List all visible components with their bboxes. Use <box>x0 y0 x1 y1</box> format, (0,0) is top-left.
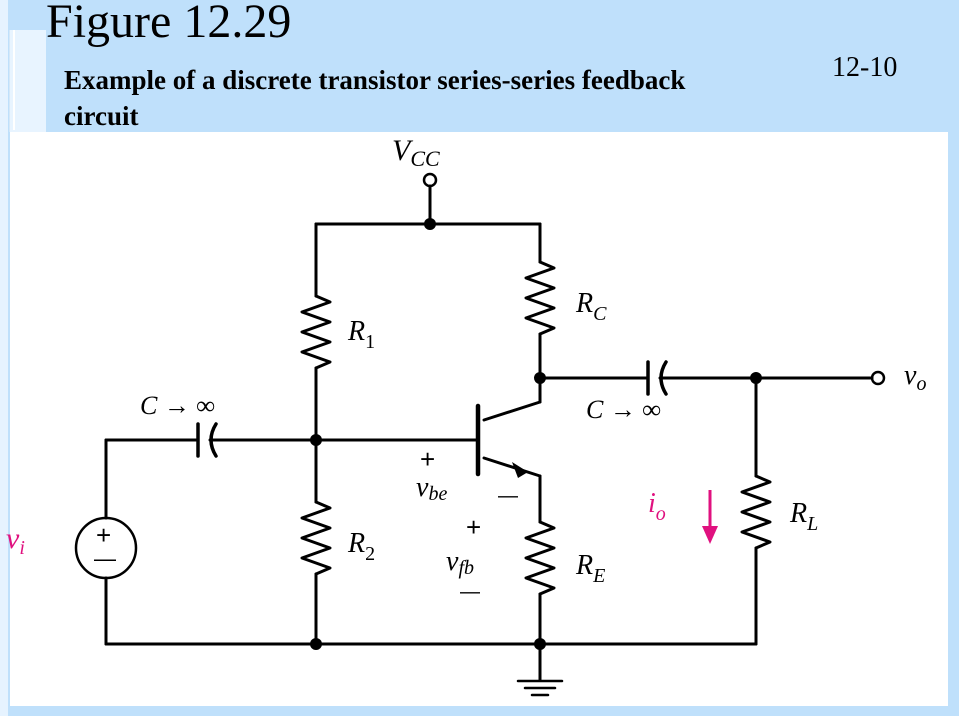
junction-output <box>750 372 762 384</box>
vbe-plus: + <box>420 444 435 474</box>
rc-resistor <box>524 260 556 336</box>
vcc-terminal <box>422 172 438 188</box>
junction-base <box>310 434 322 446</box>
vbe-label: vbe <box>416 472 447 505</box>
left-decor-band <box>0 0 8 716</box>
vcc-label: VCC <box>392 134 440 171</box>
junction-vcc <box>424 218 436 230</box>
figure-subtitle: Example of a discrete transistor series-… <box>64 65 686 131</box>
re-resistor <box>524 520 556 596</box>
rc-label: RC <box>575 288 607 325</box>
vo-terminal <box>870 370 886 386</box>
r1-resistor <box>300 294 332 370</box>
vi-label: vi <box>6 522 25 559</box>
collector-diag <box>482 400 542 422</box>
junction-bottom-left <box>310 638 322 650</box>
source-plus: + <box>96 520 111 550</box>
re-label: RE <box>575 550 605 587</box>
junction-bottom-mid <box>534 638 546 650</box>
vfb-label: vfb <box>446 546 474 579</box>
junction-collector <box>534 372 546 384</box>
title-decor-line <box>13 30 15 130</box>
vbe-minus: — <box>498 485 518 507</box>
io-arrow-head <box>702 526 718 544</box>
vfb-minus: — <box>460 581 480 603</box>
rl-resistor <box>740 474 772 550</box>
emitter-arrow <box>512 462 528 478</box>
r2-resistor <box>300 500 332 576</box>
source-minus: — <box>94 546 116 571</box>
r1-label: R1 <box>347 316 375 353</box>
slide-number: 12-10 <box>832 52 898 83</box>
io-label: io <box>648 488 666 525</box>
cout-label: C → ∞ <box>586 395 661 424</box>
vo-label: vo <box>904 360 926 395</box>
rl-label: RL <box>789 498 818 535</box>
vfb-plus: + <box>466 512 481 542</box>
emitter-diag <box>482 456 542 478</box>
title-decor-box <box>9 30 46 132</box>
cin-label: C → ∞ <box>140 391 215 420</box>
r2-label: R2 <box>347 528 375 565</box>
figure-title: Figure 12.29 <box>46 0 292 48</box>
